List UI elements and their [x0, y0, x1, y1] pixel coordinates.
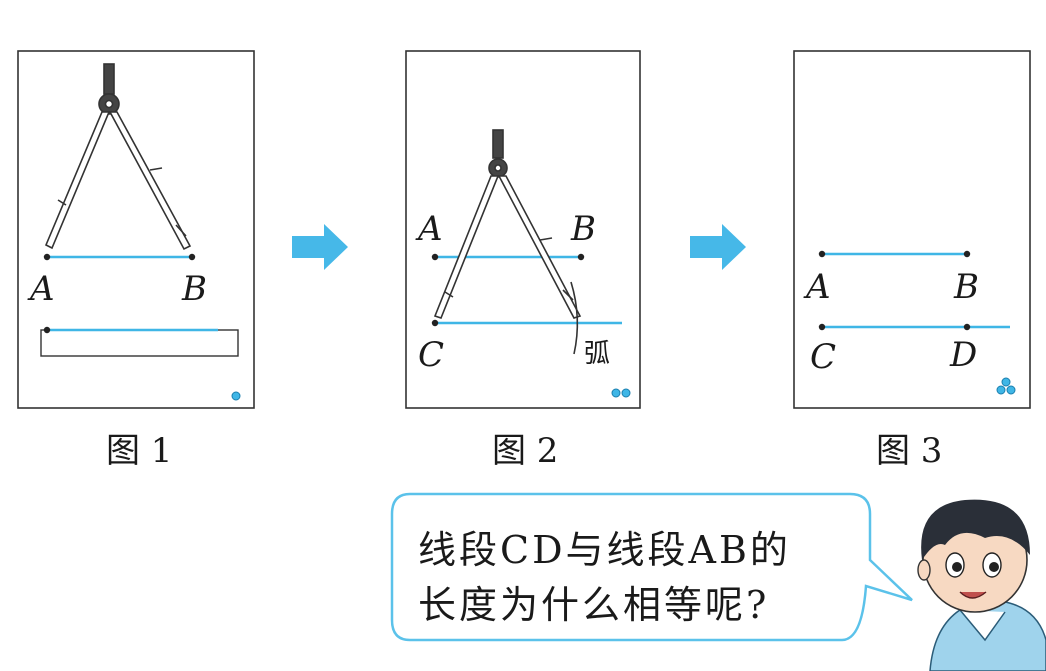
label-b-fig1: B [181, 269, 207, 309]
right-arrow-icon [292, 224, 348, 270]
right-arrow-icon [690, 224, 746, 270]
step-dot-1 [231, 391, 241, 401]
label-a-fig1: A [27, 269, 55, 309]
figure-2-frame [405, 50, 641, 409]
label-b-fig2: B [570, 209, 596, 249]
point-b-fig2 [577, 253, 585, 261]
point-a-fig1 [43, 253, 51, 261]
point-d-fig3 [963, 323, 971, 331]
label-a-fig2: A [415, 209, 443, 249]
caption-fig2: 图 2 [492, 431, 558, 471]
point-c-fig2 [431, 319, 439, 327]
figure-3: A B C D [793, 50, 1031, 409]
caption-fig3: 图 3 [876, 431, 942, 471]
boy-avatar [917, 499, 1046, 671]
point-a-fig2 [431, 253, 439, 261]
step-dot-2b [621, 388, 631, 398]
label-b-fig3: B [953, 267, 979, 307]
ray-start-point [43, 326, 51, 334]
compass-icon [44, 63, 192, 251]
point-c-fig3 [818, 323, 826, 331]
figure-1-frame [17, 50, 255, 409]
speech-bubble [390, 492, 913, 642]
step-dot-2a [611, 388, 621, 398]
paper-strip [40, 329, 239, 357]
speech-line-2: 长度为什么相等呢? [418, 583, 770, 627]
figure-1: A B [17, 50, 255, 409]
figure-3-frame [793, 50, 1031, 409]
label-c-fig3: C [810, 337, 836, 377]
compass-icon [433, 129, 582, 319]
point-a-fig3 [818, 250, 826, 258]
point-b-fig3 [963, 250, 971, 258]
label-c-fig2: C [418, 335, 444, 375]
step-dot-3b [996, 385, 1006, 395]
label-a-fig3: A [803, 267, 831, 307]
arc-mark [570, 281, 579, 355]
label-d-fig3: D [949, 335, 977, 375]
arc-label: 弧 [584, 339, 610, 369]
step-dot-3c [1006, 385, 1016, 395]
figure-2: A B C 弧 [405, 50, 641, 409]
step-dot-3a [1001, 377, 1011, 387]
point-b-fig1 [188, 253, 196, 261]
speech-line-1: 线段CD与线段AB的 [418, 528, 791, 572]
caption-fig1: 图 1 [106, 431, 172, 471]
